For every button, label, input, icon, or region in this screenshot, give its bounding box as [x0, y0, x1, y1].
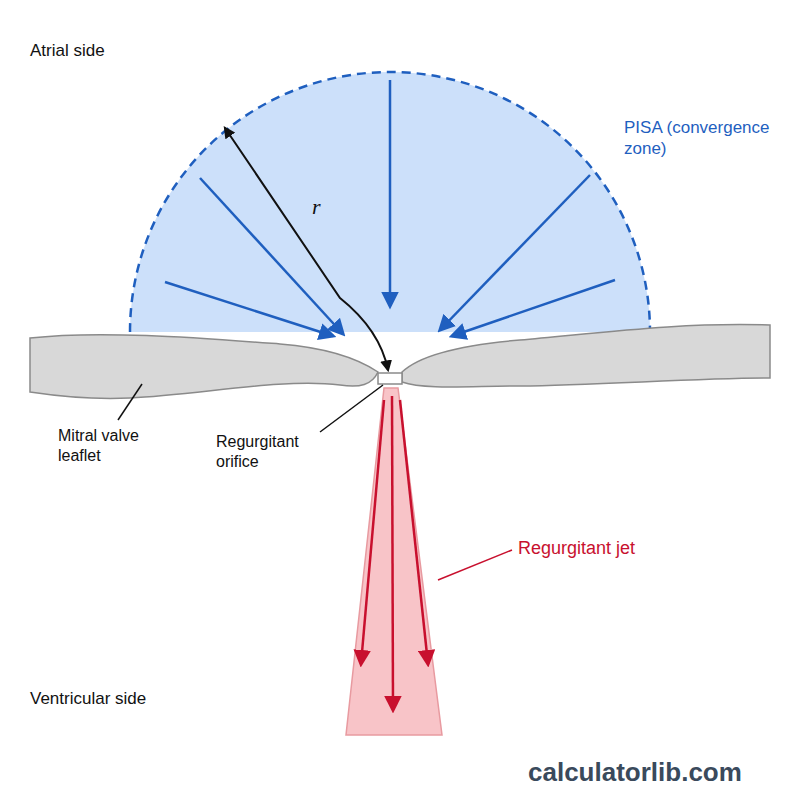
mitral-leaflet — [30, 335, 378, 399]
leader-line — [320, 385, 383, 432]
part-label: Regurgitant orifice — [216, 432, 326, 472]
radius-arrow — [225, 128, 388, 370]
leader-line — [118, 384, 142, 420]
flow-arrows — [165, 80, 615, 336]
part-label: Mitral valve leaflet — [58, 426, 168, 466]
watermark: calculatorlib.com — [528, 756, 798, 789]
leader-line — [438, 550, 512, 580]
side-label: Ventricular side — [30, 688, 230, 709]
pisa-hemisphere — [130, 72, 650, 332]
pisa-boundary — [130, 72, 650, 332]
side-label: Atrial side — [30, 40, 230, 61]
orifice-symbol — [378, 373, 402, 384]
jet-arrows — [361, 396, 428, 710]
jet-label: Regurgitant jet — [518, 537, 718, 560]
regurgitant-jet — [346, 388, 442, 735]
zone-label: PISA (convergence zone) — [624, 117, 789, 160]
radius-label: r — [312, 193, 342, 221]
